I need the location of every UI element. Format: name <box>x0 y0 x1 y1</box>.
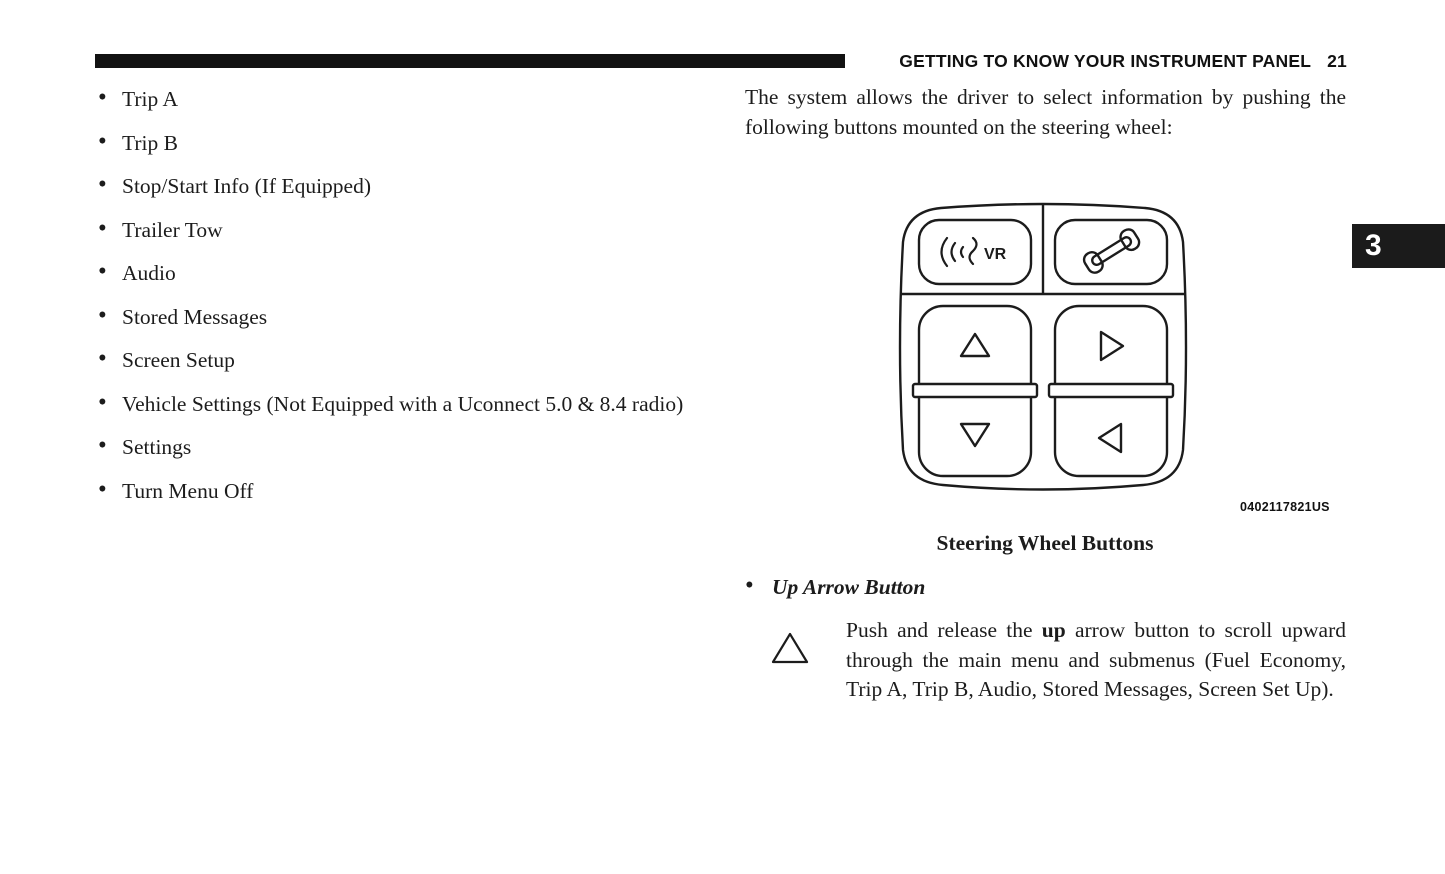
up-arrow-button-icon <box>959 332 991 358</box>
description-text-pre: Push and release the <box>846 618 1042 642</box>
list-item: Turn Menu Off <box>98 475 684 506</box>
list-item: Stored Messages <box>98 301 684 332</box>
button-pod-outline <box>898 202 1188 491</box>
chapter-number: 3 <box>1365 229 1382 262</box>
page-header: GETTING TO KNOW YOUR INSTRUMENT PANEL 21 <box>899 51 1347 71</box>
steering-wheel-illustration: VR <box>898 202 1188 491</box>
vr-label: VR <box>984 246 1007 263</box>
description-text-bold: up <box>1041 618 1066 642</box>
left-rocker-bar <box>911 382 1039 399</box>
intro-paragraph: The system allows the driver to select i… <box>745 85 1346 139</box>
phone-icon <box>1082 228 1141 274</box>
list-item: Trip B <box>98 127 684 158</box>
right-arrow-button-icon <box>1099 330 1125 362</box>
phone-button <box>1053 218 1169 286</box>
up-arrow-bullet-item: Up Arrow Button <box>745 571 926 602</box>
header-rule <box>95 54 845 68</box>
right-rocker-bar <box>1047 382 1175 399</box>
list-item: Stop/Start Info (If Equipped) <box>98 170 684 201</box>
page-title: GETTING TO KNOW YOUR INSTRUMENT PANEL <box>899 51 1312 71</box>
up-arrow-description: Push and release the up arrow button to … <box>846 616 1346 705</box>
list-item: Settings <box>98 431 684 462</box>
up-arrow-heading: Up Arrow Button <box>772 575 926 599</box>
list-item: Screen Setup <box>98 344 684 375</box>
voice-button <box>917 218 1033 286</box>
list-item: Trip A <box>98 83 684 114</box>
page-number: 21 <box>1327 51 1347 71</box>
figure-code: 0402117821US <box>1240 500 1330 514</box>
menu-list: Trip A Trip B Stop/Start Info (If Equipp… <box>98 83 684 519</box>
chapter-tab: 3 <box>1352 224 1445 268</box>
up-triangle-icon <box>771 632 809 664</box>
left-arrow-button-icon <box>1097 422 1123 454</box>
description-text-post: arrow button to scroll upward through th… <box>846 618 1346 701</box>
list-item: Audio <box>98 257 684 288</box>
list-item: Trailer Tow <box>98 214 684 245</box>
voice-recognition-icon <box>940 236 978 268</box>
list-item: Vehicle Settings (Not Equipped with a Uc… <box>98 388 684 419</box>
figure-caption: Steering Wheel Buttons <box>936 531 1154 555</box>
down-arrow-button-icon <box>959 422 991 448</box>
